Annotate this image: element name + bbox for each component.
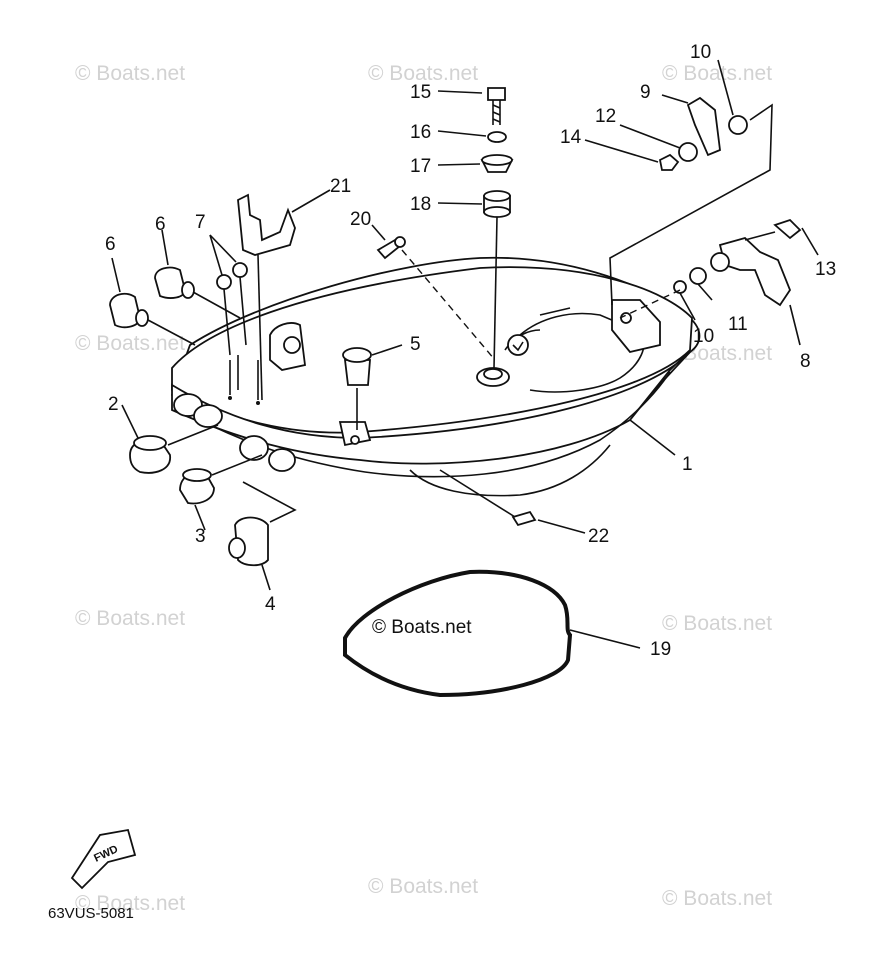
callout-16: 16 [410,122,431,143]
drawing-code: 63VUS-5081 [48,905,134,922]
gasket-watermark: © Boats.net [372,617,472,638]
watermark: © Boats.net [75,607,185,630]
callout-20: 20 [350,209,371,230]
plug-6a [109,292,196,346]
grommet-3 [179,454,263,505]
grommet-4 [228,481,297,567]
callout-4: 4 [265,594,276,615]
callout-19: 19 [650,639,671,660]
callout-14: 14 [560,127,582,148]
fwd-arrow: FWD [70,828,137,890]
bottom-cowling [170,256,701,497]
callout-18: 18 [410,194,431,215]
callout-8: 8 [800,351,811,372]
callout-5: 5 [410,334,421,355]
callouts: 1 2 3 4 5 6 6 7 8 9 10 10 11 12 13 14 15… [105,42,836,660]
callout-10: 10 [690,42,711,63]
callout-10: 10 [693,326,714,347]
watermark: © Boats.net [368,62,478,85]
gasket-19: © Boats.net [343,569,641,698]
leader-1 [629,419,676,456]
bolt-stack [437,87,514,369]
grommet-2 [129,424,219,474]
callout-2: 2 [108,394,119,415]
callout-12: 12 [595,106,616,127]
bracket-8 [619,218,819,346]
watermark: © Boats.net [662,62,772,85]
watermark: © Boats.net [75,892,185,915]
clip-21 [237,189,331,401]
plug-6b [154,266,241,319]
watermark: © Boats.net [662,612,772,635]
label-22 [439,469,586,534]
callout-21: 21 [330,176,351,197]
watermark: © Boats.net [75,332,185,355]
callout-6: 6 [105,234,116,255]
callout-17: 17 [410,156,431,177]
callout-22: 22 [588,526,609,547]
watermarks: © Boats.net © Boats.net © Boats.net © Bo… [75,62,772,915]
bracket-9 [584,59,773,306]
callout-15: 15 [410,82,431,103]
callout-1: 1 [682,454,693,475]
pin-7 [209,234,248,356]
callout-13: 13 [815,259,836,280]
callout-6: 6 [155,214,166,235]
watermark: © Boats.net [662,887,772,910]
callout-9: 9 [640,82,651,103]
callout-11: 11 [728,314,748,335]
watermark: © Boats.net [368,875,478,898]
grommet-5 [342,344,403,430]
callout-7: 7 [195,212,206,233]
screw-20 [371,224,496,361]
watermark: © Boats.net [75,62,185,85]
callout-3: 3 [195,526,206,547]
